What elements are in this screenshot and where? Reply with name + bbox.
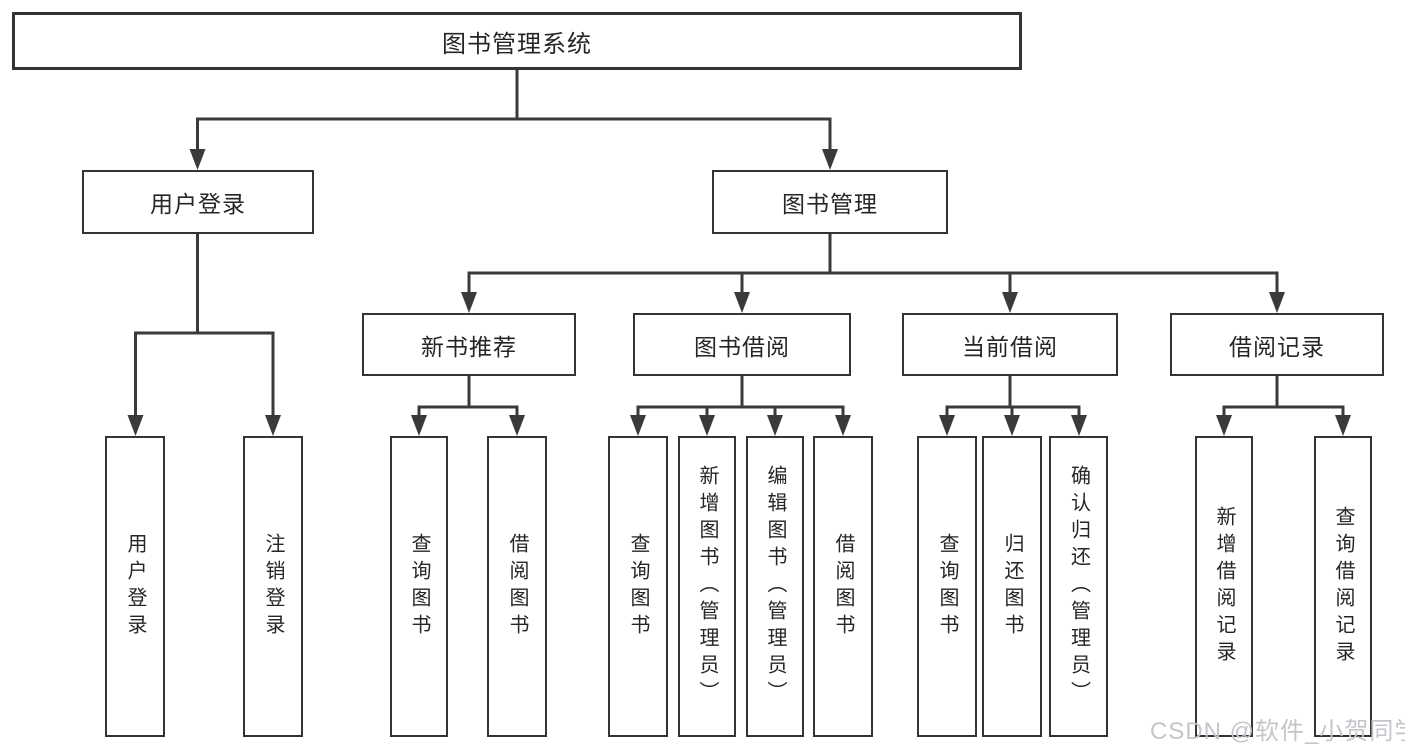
leaf-user-login: 用户登录 <box>105 436 165 737</box>
leaf-query-books-borrow: 查询图书 <box>608 436 668 737</box>
node-borrow-records: 借阅记录 <box>1170 313 1384 376</box>
node-new-book-recommend: 新书推荐 <box>362 313 576 376</box>
leaf-confirm-return-admin: 确认归还（管理员） <box>1049 436 1108 737</box>
node-book-borrow: 图书借阅 <box>633 313 851 376</box>
arrowhead-icons <box>127 149 1351 436</box>
watermark-text: CSDN @软件_小贺同学 <box>1150 718 1405 745</box>
leaf-query-borrow-record: 查询借阅记录 <box>1314 436 1372 737</box>
leaf-borrow-books: 借阅图书 <box>813 436 873 737</box>
leaf-add-book-admin: 新增图书（管理员） <box>678 436 736 737</box>
leaf-query-books-recommend: 查询图书 <box>390 436 448 737</box>
leaf-add-borrow-record: 新增借阅记录 <box>1195 436 1253 737</box>
leaf-logout: 注销登录 <box>243 436 303 737</box>
leaf-query-books-current: 查询图书 <box>917 436 977 737</box>
node-book-management: 图书管理 <box>712 170 948 234</box>
node-user-login: 用户登录 <box>82 170 314 234</box>
leaf-borrow-books-recommend: 借阅图书 <box>487 436 547 737</box>
node-current-borrow: 当前借阅 <box>902 313 1118 376</box>
node-root: 图书管理系统 <box>12 12 1022 70</box>
leaf-return-books: 归还图书 <box>982 436 1042 737</box>
leaf-edit-book-admin: 编辑图书（管理员） <box>746 436 804 737</box>
